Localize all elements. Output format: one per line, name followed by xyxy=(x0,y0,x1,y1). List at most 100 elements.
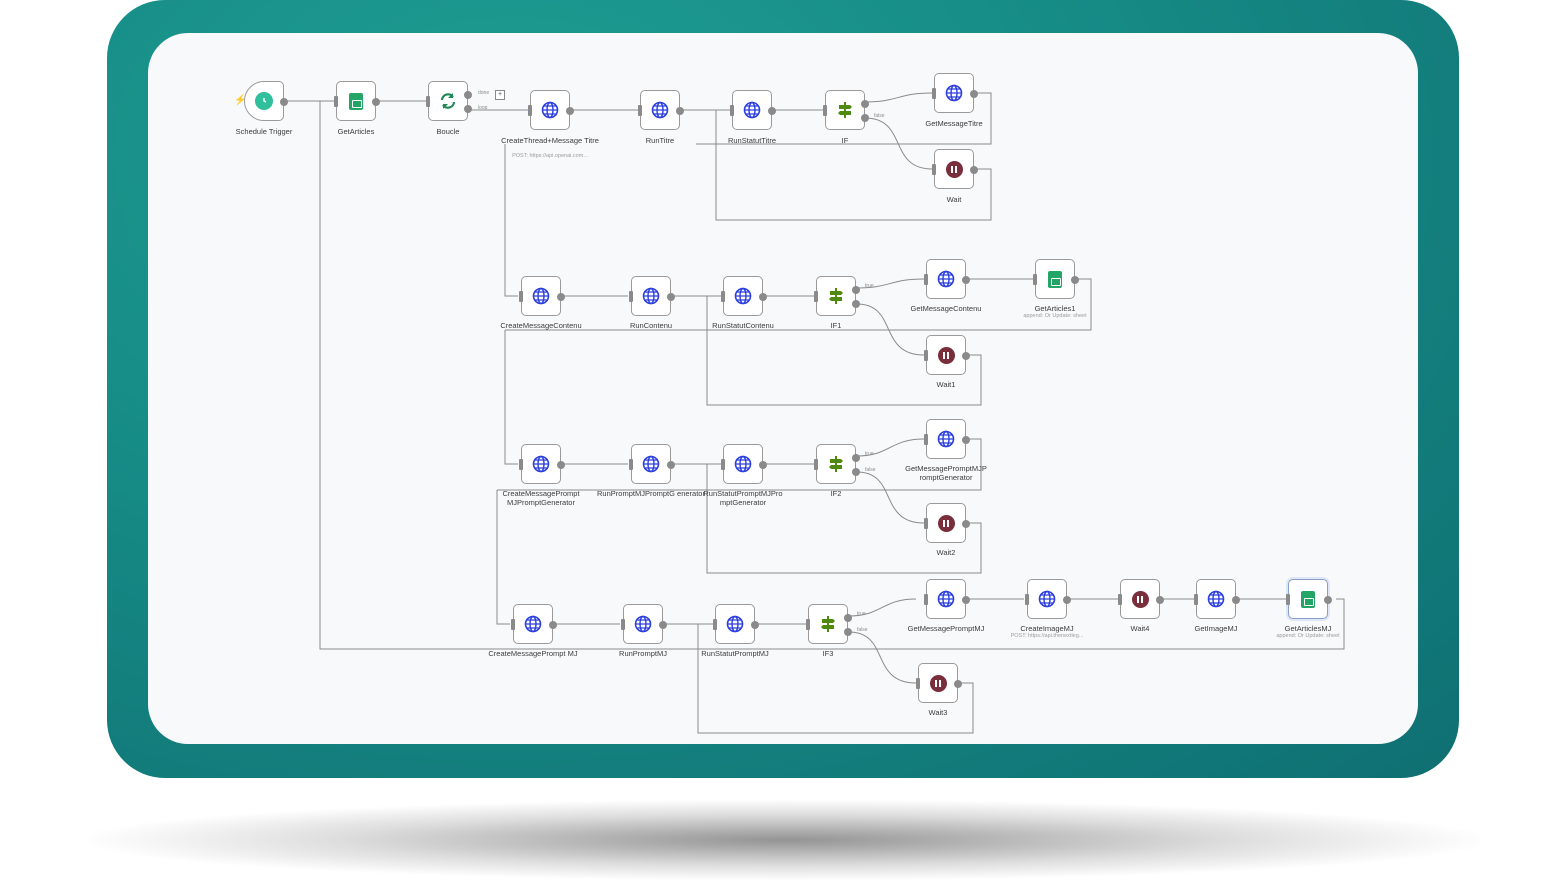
node-getimage[interactable] xyxy=(1194,579,1240,619)
node-wait2[interactable] xyxy=(924,503,970,543)
node-if1[interactable] xyxy=(814,276,860,316)
output-port[interactable] xyxy=(962,276,970,284)
node-createmessageprompt[interactable] xyxy=(511,604,557,644)
output-port[interactable] xyxy=(970,166,978,174)
input-port[interactable] xyxy=(730,105,734,116)
node-createmessagecontenu[interactable] xyxy=(519,276,565,316)
output-port[interactable] xyxy=(962,596,970,604)
input-port[interactable] xyxy=(1118,594,1122,605)
output-port-true[interactable] xyxy=(844,614,852,622)
node-runstatutprompt[interactable] xyxy=(713,604,759,644)
node-runstatuttitre[interactable] xyxy=(730,90,776,130)
node-getmessagetitre[interactable] xyxy=(932,73,978,113)
node-runstatutcontenu[interactable] xyxy=(721,276,767,316)
input-port[interactable] xyxy=(511,619,515,630)
input-port[interactable] xyxy=(629,459,633,470)
node-wait1[interactable] xyxy=(924,335,970,375)
node-getarticles[interactable] xyxy=(334,81,380,121)
node-createthread[interactable] xyxy=(528,90,574,130)
output-port[interactable] xyxy=(962,520,970,528)
node-runpromptgen[interactable] xyxy=(629,444,675,484)
output-port-true[interactable] xyxy=(852,286,860,294)
output-port[interactable] xyxy=(1324,596,1332,604)
input-port[interactable] xyxy=(814,291,818,302)
output-port[interactable] xyxy=(1063,596,1071,604)
node-wait4[interactable] xyxy=(1118,579,1164,619)
input-port[interactable] xyxy=(924,274,928,285)
output-port[interactable] xyxy=(1232,596,1240,604)
output-port[interactable] xyxy=(280,98,288,106)
output-port[interactable] xyxy=(954,680,962,688)
node-runprompt[interactable] xyxy=(621,604,667,644)
input-port[interactable] xyxy=(1033,274,1037,285)
workflow-canvas[interactable]: ⚡ Schedule Trigger GetArticles done loop… xyxy=(148,33,1418,744)
output-port-done[interactable] xyxy=(464,91,472,99)
output-port-false[interactable] xyxy=(844,628,852,636)
input-port[interactable] xyxy=(916,678,920,689)
output-port[interactable] xyxy=(372,98,380,106)
output-port[interactable] xyxy=(759,293,767,301)
output-port[interactable] xyxy=(659,621,667,629)
output-port[interactable] xyxy=(667,461,675,469)
input-port[interactable] xyxy=(519,459,523,470)
output-port[interactable] xyxy=(667,293,675,301)
node-if3[interactable] xyxy=(806,604,852,644)
input-port[interactable] xyxy=(924,518,928,529)
node-if2[interactable] xyxy=(814,444,860,484)
input-port[interactable] xyxy=(1194,594,1198,605)
node-if[interactable] xyxy=(823,90,869,130)
output-port[interactable] xyxy=(768,107,776,115)
add-node-button[interactable]: + xyxy=(495,90,505,100)
input-port[interactable] xyxy=(932,88,936,99)
output-port[interactable] xyxy=(759,461,767,469)
output-port[interactable] xyxy=(962,436,970,444)
node-boucle[interactable] xyxy=(426,81,472,121)
input-port[interactable] xyxy=(806,619,810,630)
input-port[interactable] xyxy=(334,96,338,107)
output-port[interactable] xyxy=(557,461,565,469)
input-port[interactable] xyxy=(932,164,936,175)
output-port-false[interactable] xyxy=(861,114,869,122)
node-getarticles1[interactable] xyxy=(1033,259,1079,299)
output-port-loop[interactable] xyxy=(464,105,472,113)
node-schedule-trigger[interactable] xyxy=(244,81,288,121)
output-port[interactable] xyxy=(1156,596,1164,604)
input-port[interactable] xyxy=(713,619,717,630)
node-createmessagepromptgen[interactable] xyxy=(519,444,565,484)
input-port[interactable] xyxy=(721,459,725,470)
output-port[interactable] xyxy=(676,107,684,115)
output-port-true[interactable] xyxy=(861,100,869,108)
input-port[interactable] xyxy=(924,594,928,605)
node-getarticlesmj[interactable] xyxy=(1286,579,1332,619)
input-port[interactable] xyxy=(721,291,725,302)
output-port-true[interactable] xyxy=(852,454,860,462)
node-createimage[interactable] xyxy=(1025,579,1071,619)
output-port[interactable] xyxy=(566,107,574,115)
node-runstatutpromptgen[interactable] xyxy=(721,444,767,484)
node-getmessagepromptgen[interactable] xyxy=(924,419,970,459)
input-port[interactable] xyxy=(1286,594,1290,605)
node-wait3[interactable] xyxy=(916,663,962,703)
input-port[interactable] xyxy=(924,434,928,445)
input-port[interactable] xyxy=(638,105,642,116)
input-port[interactable] xyxy=(621,619,625,630)
node-wait[interactable] xyxy=(932,149,978,189)
input-port[interactable] xyxy=(1025,594,1029,605)
input-port[interactable] xyxy=(528,105,532,116)
input-port[interactable] xyxy=(519,291,523,302)
input-port[interactable] xyxy=(823,105,827,116)
output-port[interactable] xyxy=(557,293,565,301)
input-port[interactable] xyxy=(629,291,633,302)
output-port[interactable] xyxy=(970,90,978,98)
output-port[interactable] xyxy=(549,621,557,629)
output-port[interactable] xyxy=(1071,276,1079,284)
input-port[interactable] xyxy=(426,96,430,107)
output-port[interactable] xyxy=(751,621,759,629)
input-port[interactable] xyxy=(814,459,818,470)
output-port-false[interactable] xyxy=(852,300,860,308)
node-runcontenu[interactable] xyxy=(629,276,675,316)
output-port[interactable] xyxy=(962,352,970,360)
node-getmessagecontenu[interactable] xyxy=(924,259,970,299)
output-port-false[interactable] xyxy=(852,468,860,476)
node-getmessageprompt[interactable] xyxy=(924,579,970,619)
